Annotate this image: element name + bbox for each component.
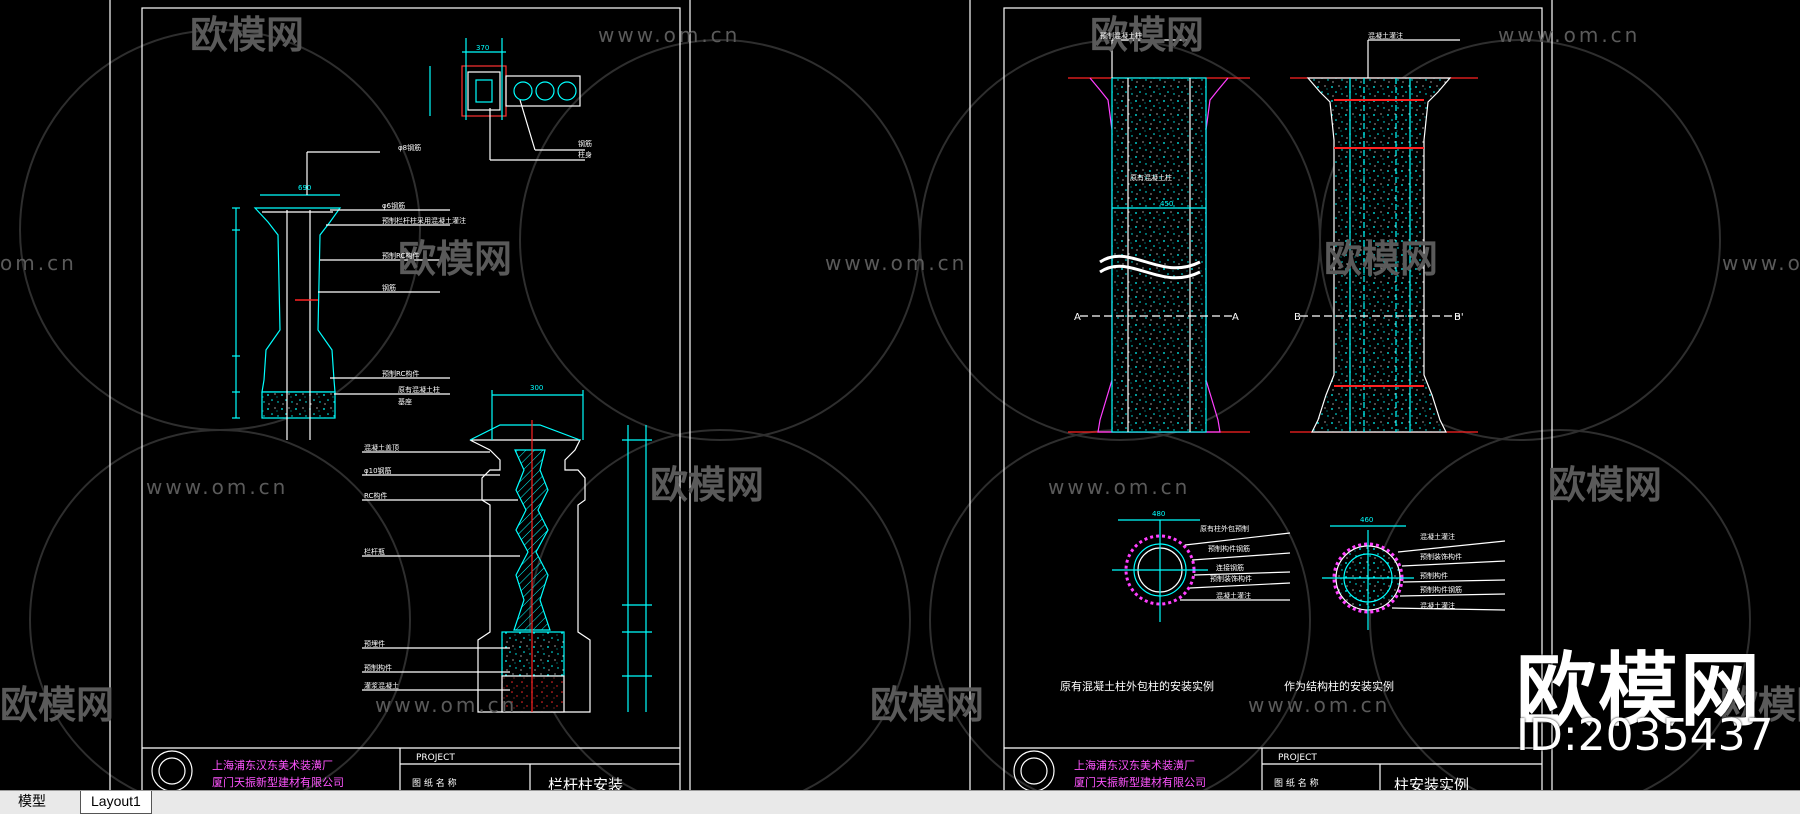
annot: 预制构件钢筋	[1420, 585, 1462, 594]
dim-label: 690	[298, 184, 311, 192]
annot: 柱身	[578, 150, 592, 159]
annot: 灌浆混凝土	[364, 681, 399, 690]
section-mark: A	[1074, 312, 1081, 323]
watermark-url: www.om.cn	[1498, 23, 1640, 47]
watermark-logo: 欧模网	[650, 463, 764, 507]
company-name: 上海浦东汉东美术装潢厂	[1074, 758, 1195, 772]
watermark-arcs	[19, 29, 1751, 790]
annot: φ10钢筋	[364, 466, 392, 475]
annot: φ6钢筋	[382, 201, 405, 210]
annot: 混凝土灌注	[1420, 532, 1455, 541]
annot: RC构件	[364, 491, 387, 500]
brand-overlay-text: 欧模网	[1516, 644, 1762, 737]
sheet-right-border	[969, 0, 1553, 790]
annot: 预制构件钢筋	[1208, 544, 1250, 553]
annot: 钢筋	[578, 139, 592, 148]
annot: 钢筋	[382, 283, 396, 292]
annot: 预制构件	[364, 663, 392, 672]
dim-label: 370	[476, 44, 489, 52]
balustrade-elevation-left	[362, 390, 652, 713]
cad-viewport[interactable]: 欧模网 欧模网 欧模网 欧模网 欧模网 欧模网 欧模网 欧模网 欧模网 www.…	[0, 0, 1800, 790]
annot: 预制RC构件	[382, 251, 419, 260]
title-block-left	[142, 747, 680, 790]
project-label: PROJECT	[1278, 753, 1317, 763]
watermark-url: www.om.cn	[1048, 475, 1190, 499]
annot: 预埋件	[364, 639, 385, 648]
annot: 预制RC构件	[382, 369, 419, 378]
id-overlay-text: ID:2035437	[1516, 710, 1774, 761]
annot: 混凝土灌注	[1216, 591, 1251, 600]
watermark-logo: 欧模网	[1324, 237, 1438, 281]
watermark-url: www.om.cn	[598, 23, 740, 47]
sheet-left-border	[109, 0, 691, 790]
dim-label: 450	[1160, 200, 1173, 208]
annot: 混凝土灌注	[1420, 601, 1455, 610]
company-name: 厦门天振新型建材有限公司	[212, 775, 344, 789]
annot: 混凝土灌注	[1368, 31, 1403, 40]
right-sheet-text: 预制混凝土柱 原有混凝土柱 混凝土灌注 A A B B' 480 450 460…	[1060, 31, 1464, 693]
annot: 原有混凝土柱	[398, 385, 440, 394]
section-mark: A	[1232, 312, 1239, 323]
watermark-logo: 欧模网	[1090, 13, 1204, 57]
annot: 预制装饰构件	[1210, 574, 1252, 583]
watermark-url: www.om.cn	[1248, 693, 1390, 717]
company-name: 上海浦东汉东美术装潢厂	[212, 758, 333, 772]
caption: 作为结构柱的安装实例	[1284, 679, 1394, 693]
section-mark: B	[1294, 312, 1301, 323]
plan-detail-left	[429, 38, 585, 161]
company-name: 厦门天振新型建材有限公司	[1074, 775, 1206, 789]
tab-model[interactable]: 模型	[18, 793, 46, 809]
annot: 预制构件	[1420, 571, 1448, 580]
watermark-url: www.om.cn	[146, 475, 288, 499]
column-section-right-b	[1290, 39, 1478, 433]
watermark-logo: 欧模网	[870, 683, 984, 727]
annot: 预制栏杆柱采用混凝土灌注	[382, 216, 466, 225]
caption: 原有混凝土柱外包柱的安装实例	[1060, 679, 1214, 693]
circle-section-b	[1322, 525, 1506, 630]
drawing-name-label: 图 纸 名 称	[1274, 777, 1319, 789]
title-block-right	[1004, 747, 1542, 790]
annot: 原有柱外包预制	[1200, 524, 1249, 533]
right-title-text: 上海浦东汉东美术装潢厂 厦门天振新型建材有限公司 PROJECT 图 纸 名 称…	[1074, 753, 1469, 790]
watermark-text: 欧模网 欧模网 欧模网 欧模网 欧模网 欧模网 欧模网 欧模网 欧模网 www.…	[0, 13, 1800, 727]
column-elevation-left	[232, 151, 450, 440]
tab-layout1[interactable]: Layout1	[80, 791, 152, 814]
drawing-title: 柱安装实例	[1394, 776, 1469, 790]
section-mark: B'	[1454, 312, 1464, 323]
watermark-url: www.om.cn	[375, 693, 517, 717]
layout-tab-bar: 模型 Layout1	[0, 790, 1800, 814]
watermark-logo: 欧模网	[190, 13, 304, 57]
watermark-url: www.om	[1722, 251, 1800, 275]
watermark-logo: 欧模网	[1720, 683, 1800, 727]
left-sheet-text: 370 690 300 φ8钢筋 钢筋 柱身 φ6钢筋 预制栏杆柱采用混凝土灌注…	[298, 44, 592, 690]
cad-drawing: 欧模网 欧模网 欧模网 欧模网 欧模网 欧模网 欧模网 欧模网 欧模网 www.…	[0, 0, 1800, 790]
dim-label: 300	[530, 384, 543, 392]
annot: 预制装饰构件	[1420, 552, 1462, 561]
drawing-title: 栏杆柱安装	[548, 776, 623, 790]
dim-label: 480	[1152, 510, 1165, 518]
drawing-name-label: 图 纸 名 称	[412, 777, 457, 789]
watermark-logo: 欧模网	[0, 683, 114, 727]
annot: 原有混凝土柱	[1130, 173, 1172, 182]
dim-label: 460	[1360, 516, 1373, 524]
annot: 连接钢筋	[1216, 563, 1244, 572]
project-label: PROJECT	[416, 753, 455, 763]
annot: 预制混凝土柱	[1100, 31, 1142, 40]
circle-section-a	[1112, 519, 1291, 622]
annot: φ8钢筋	[398, 143, 421, 152]
annot: 混凝土盖顶	[364, 443, 399, 452]
watermark-url: om.cn	[0, 251, 77, 275]
watermark-url: www.om.cn	[825, 251, 967, 275]
annot: 基座	[398, 397, 412, 406]
column-section-right-a	[1068, 39, 1250, 433]
left-title-text: 上海浦东汉东美术装潢厂 厦门天振新型建材有限公司 PROJECT 图 纸 名 称…	[212, 753, 623, 790]
annot: 栏杆瓶	[364, 547, 385, 556]
watermark-logo: 欧模网	[1548, 463, 1662, 507]
watermark-logo: 欧模网	[398, 237, 512, 281]
